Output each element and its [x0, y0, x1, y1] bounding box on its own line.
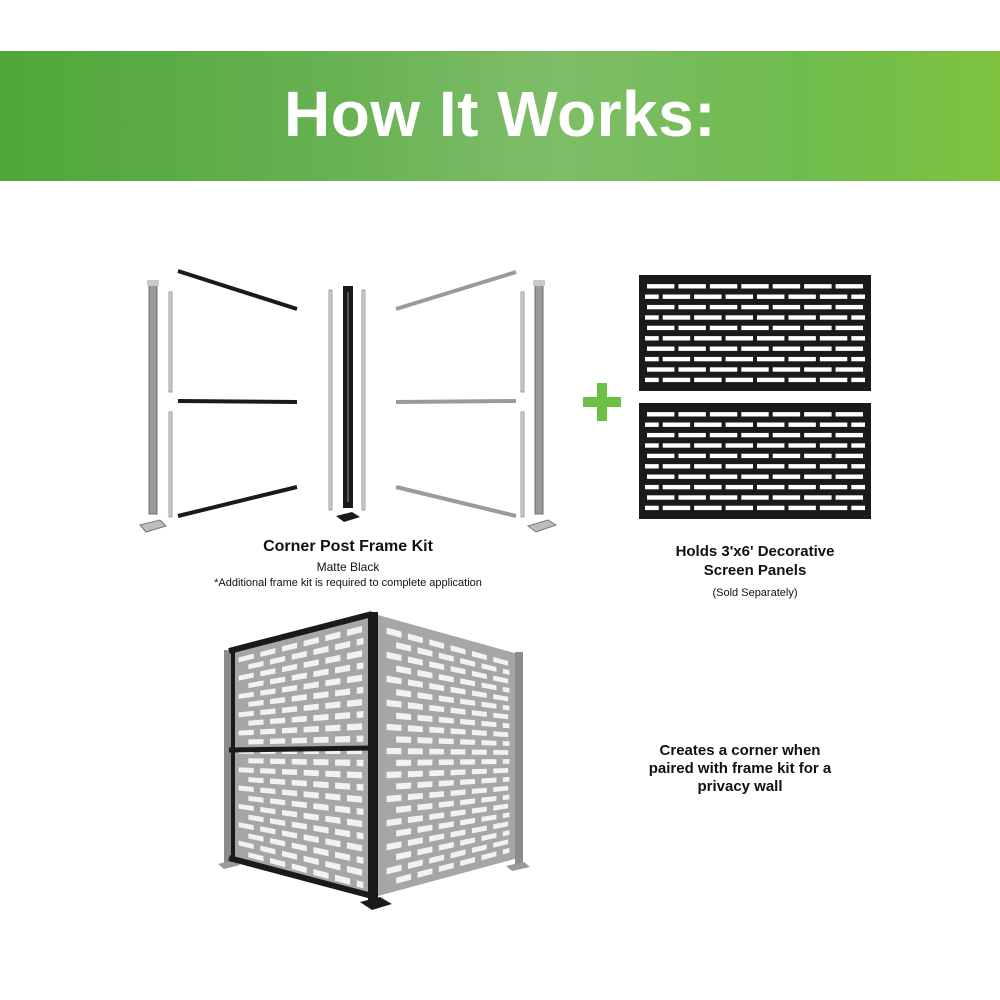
panels-title-line1: Holds 3'x6' Decorative	[675, 543, 835, 560]
corner-line2: paired with frame kit for a	[648, 760, 832, 777]
frame-kit-caption: Corner Post Frame Kit Matte Black *Addit…	[178, 538, 518, 589]
corner-line1: Creates a corner when	[659, 742, 821, 759]
header-banner: How It Works:	[0, 51, 1000, 181]
panels-caption: Holds 3'x6' Decorative Screen Panels (So…	[630, 542, 880, 599]
frame-kit-note: *Additional frame kit is required to com…	[214, 577, 482, 589]
panels-title-line2: Screen Panels	[703, 562, 807, 579]
screen-panel-bottom	[639, 403, 871, 519]
panels-note: (Sold Separately)	[712, 587, 798, 599]
screen-panel-top	[639, 275, 871, 391]
plus-icon	[583, 383, 621, 421]
page-title: How It Works:	[284, 78, 716, 150]
frame-kit-finish: Matte Black	[316, 560, 380, 574]
corner-line3: privacy wall	[697, 778, 783, 795]
frame-kit-title: Corner Post Frame Kit	[263, 538, 433, 555]
corner-caption: Creates a corner when paired with frame …	[620, 742, 860, 796]
